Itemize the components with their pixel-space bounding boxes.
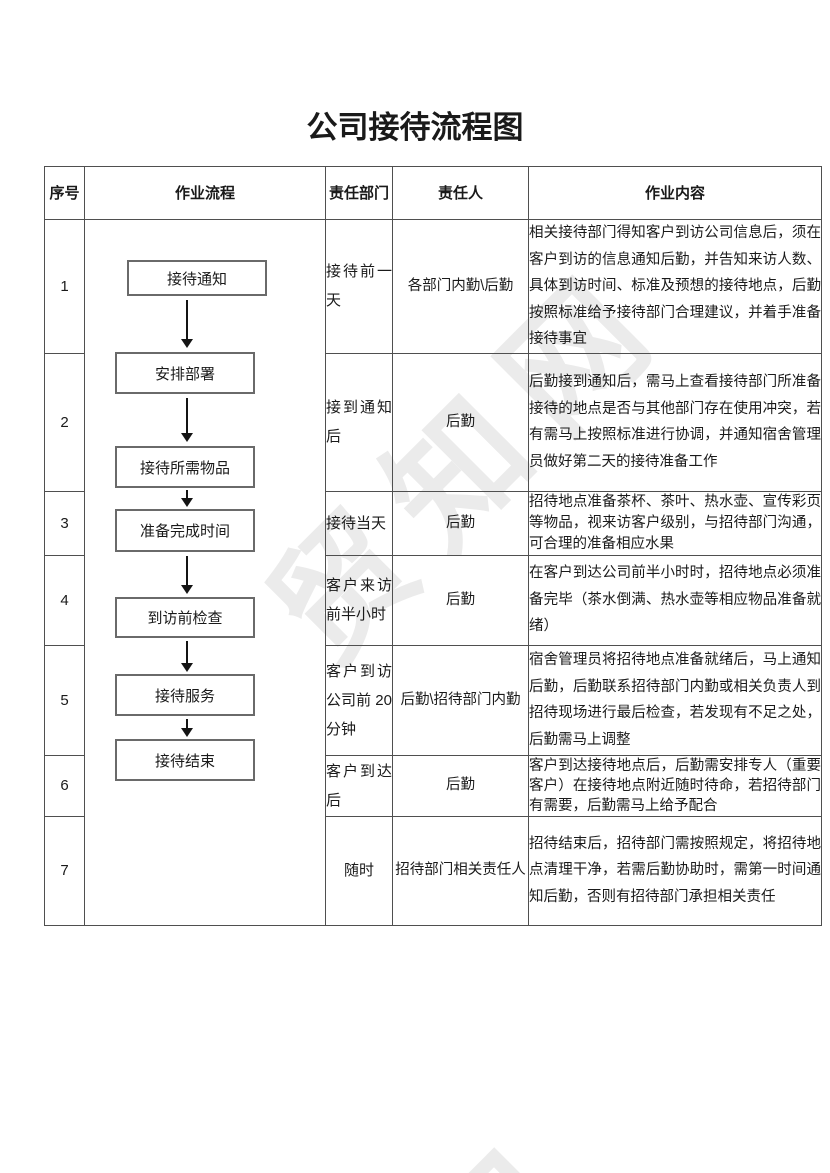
content-cell: 在客户到达公司前半小时时，招待地点必须准备完毕（茶水倒满、热水壶等相应物品准备就… <box>528 554 822 646</box>
content-cell: 招待地点准备茶杯、茶叶、热水壶、宣传彩页等物品，视来访客户级别，与招待部门沟通，… <box>528 490 822 556</box>
person-cell: 后勤 <box>392 490 529 556</box>
content-cell: 相关接待部门得知客户到访公司信息后，须在客户到访的信息通知后勤，并告知来访人数、… <box>528 219 822 354</box>
flow-step-box: 安排部署 <box>115 352 255 394</box>
content-cell: 招待结束后，招待部门需按照规定，将招待地点清理干净，若需后勤协助时，需第一时间通… <box>528 815 822 926</box>
content-cell: 客户到达接待地点后，后勤需安排专人（重要客户）在接待地点附近随时待命，若招待部门… <box>528 754 822 817</box>
flow-step-box: 接待通知 <box>127 260 267 296</box>
page-title: 公司接待流程图 <box>306 110 524 145</box>
department-cell: 客户到访公司前 20 分钟 <box>325 644 393 756</box>
header-department: 责任部门 <box>325 166 393 220</box>
row-number-cell: 4 <box>44 554 85 646</box>
department-cell: 随时 <box>325 815 393 926</box>
flow-step-box: 接待所需物品 <box>115 446 255 488</box>
content-cell: 后勤接到通知后，需马上查看接待部门所准备接待的地点是否与其他部门存在使用冲突，若… <box>528 352 822 492</box>
department-cell: 接待当天 <box>325 490 393 556</box>
flow-step-box: 接待服务 <box>115 674 255 716</box>
flow-step-box: 准备完成时间 <box>115 509 255 552</box>
flow-step-box: 到访前检查 <box>115 597 255 638</box>
down-arrow-icon <box>181 641 193 672</box>
table-row: 7 随时 招待部门相关责任人 招待结束后，招待部门需按照规定，将招待地点清理干净… <box>44 815 822 926</box>
content-cell: 宿舍管理员将招待地点准备就绪后，马上通知后勤，后勤联系招待部门内勤或相关负责人到… <box>528 644 822 756</box>
person-cell: 后勤 <box>392 352 529 492</box>
person-cell: 各部门内勤\后勤 <box>392 219 529 354</box>
flowchart: 接待通知 安排部署 接待所需物品 准备完成时间 到访前检查 接待服务 接待结束 <box>86 220 325 924</box>
person-cell: 后勤\招待部门内勤 <box>392 644 529 756</box>
flowchart-cell: 接待通知 安排部署 接待所需物品 准备完成时间 到访前检查 接待服务 接待结束 <box>84 219 326 926</box>
header-content: 作业内容 <box>528 166 822 220</box>
row-number-cell: 5 <box>44 644 85 756</box>
process-table: 序号 作业流程 责任部门 责任人 作业内容 1 接待通知 安排部署 接待所需物品… <box>44 166 822 926</box>
department-cell: 接待前一天 <box>325 219 393 354</box>
down-arrow-icon <box>181 556 193 594</box>
person-cell: 招待部门相关责任人 <box>392 815 529 926</box>
department-cell: 接到通知后 <box>325 352 393 492</box>
row-number-cell: 2 <box>44 352 85 492</box>
department-cell: 客户到达后 <box>325 754 393 817</box>
table-row: 2 接到通知后 后勤 后勤接到通知后，需马上查看接待部门所准备接待的地点是否与其… <box>44 352 822 492</box>
down-arrow-icon <box>181 719 193 737</box>
header-process: 作业流程 <box>84 166 326 220</box>
row-number-cell: 7 <box>44 815 85 926</box>
person-cell: 后勤 <box>392 754 529 817</box>
row-number-cell: 6 <box>44 754 85 817</box>
down-arrow-icon <box>181 490 193 507</box>
flow-step-box: 接待结束 <box>115 739 255 781</box>
down-arrow-icon <box>181 398 193 442</box>
person-cell: 后勤 <box>392 554 529 646</box>
row-number-cell: 3 <box>44 490 85 556</box>
table-row: 1 接待通知 安排部署 接待所需物品 准备完成时间 到访前检查 接待服务 接待结… <box>44 219 822 926</box>
row-number-cell: 1 <box>44 219 85 354</box>
header-person: 责任人 <box>392 166 529 220</box>
department-cell: 客户来访前半小时 <box>325 554 393 646</box>
table-header-row: 序号 作业流程 责任部门 责任人 作业内容 <box>44 166 822 220</box>
down-arrow-icon <box>181 300 193 348</box>
header-no: 序号 <box>44 166 85 220</box>
watermark-bottom: 贸知网 <box>140 1086 624 1173</box>
